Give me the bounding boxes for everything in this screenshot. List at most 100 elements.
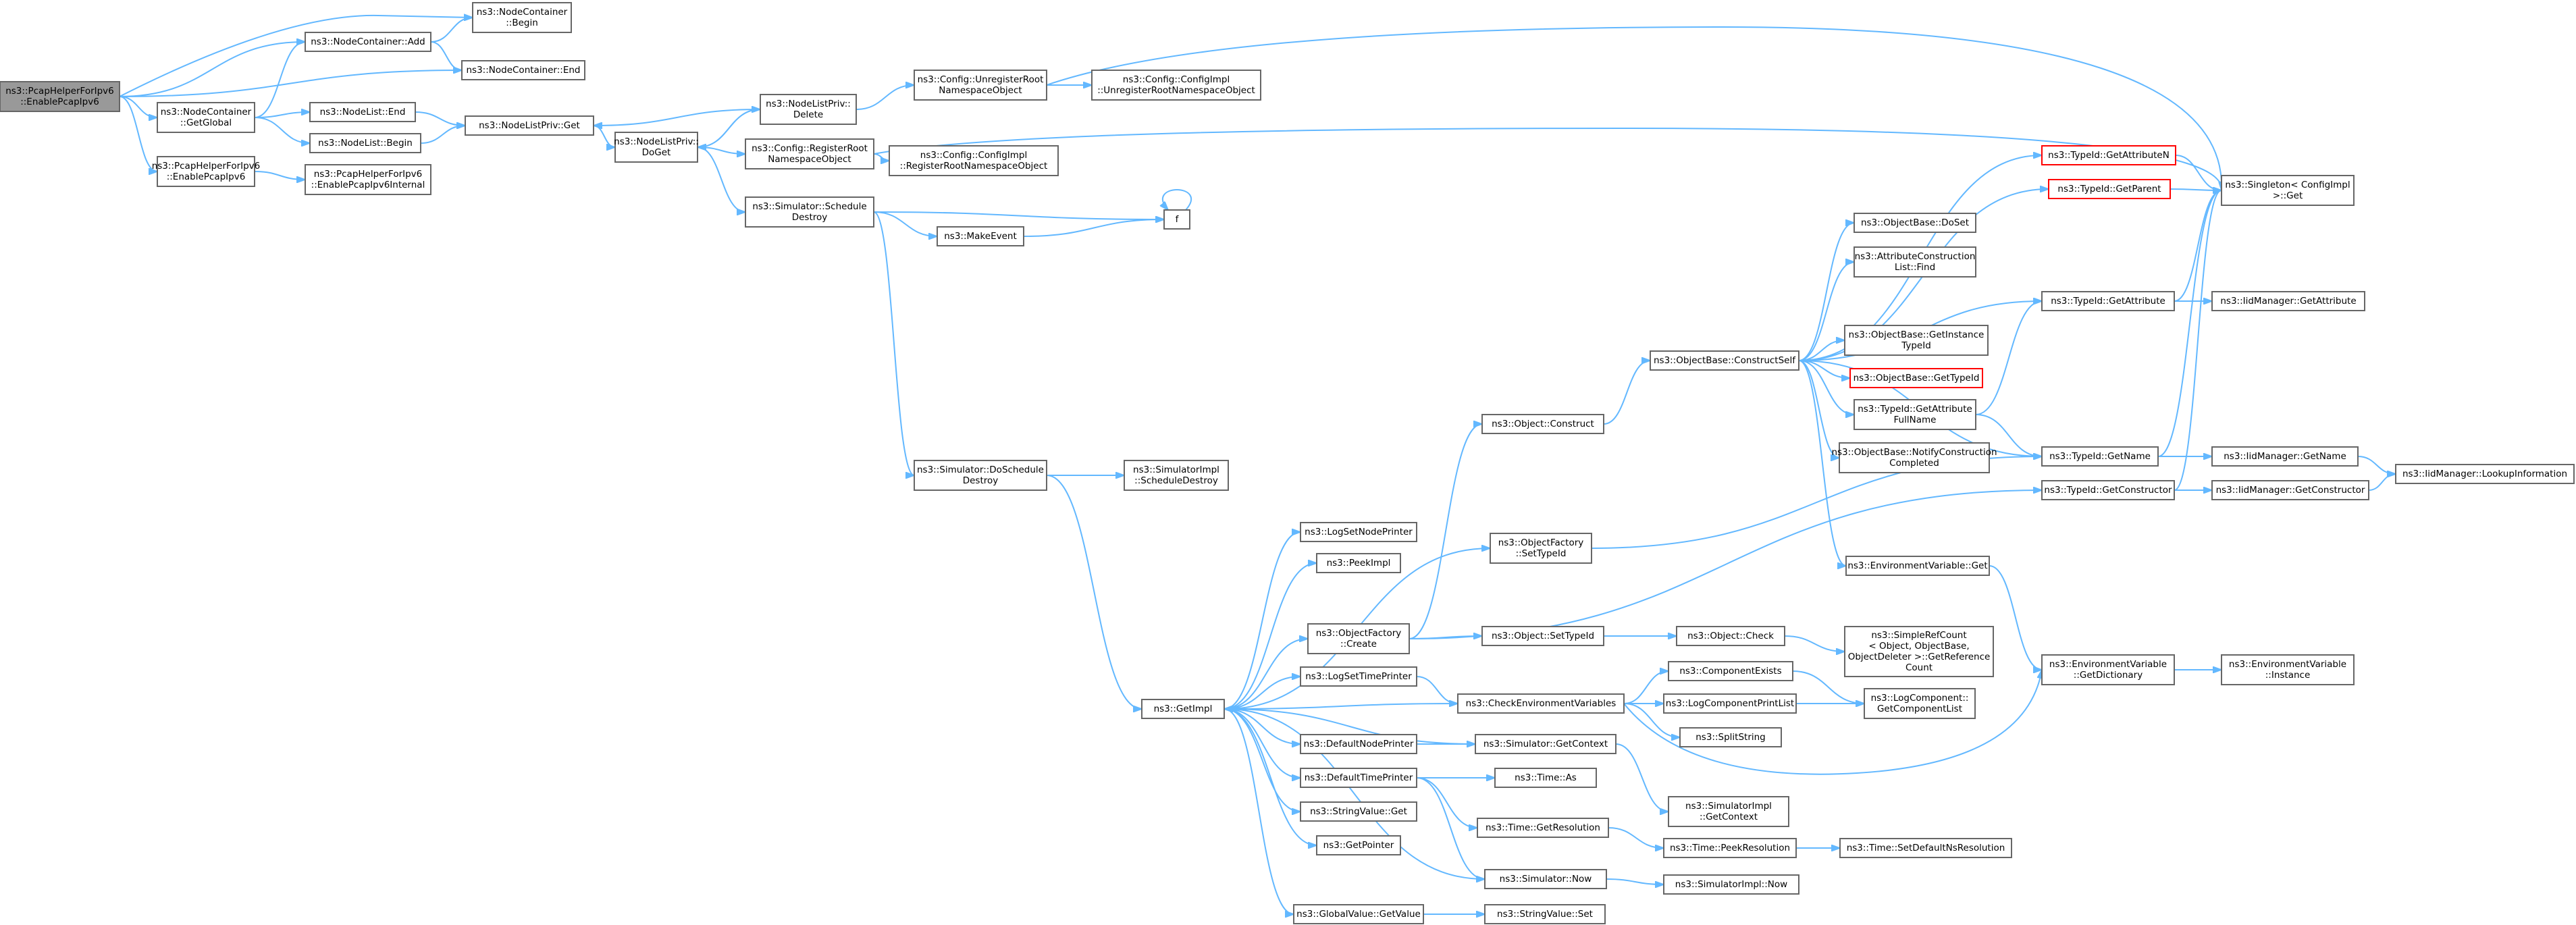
- node-simNow[interactable]: ns3::Simulator::Now: [1484, 869, 1607, 889]
- node-objectSetTypeId[interactable]: ns3::Object::SetTypeId: [1481, 626, 1604, 646]
- node-box: [305, 32, 431, 52]
- node-ncGetGlobal[interactable]: ns3::NodeContainer::GetGlobal: [157, 102, 255, 133]
- node-simImplNow[interactable]: ns3::SimulatorImpl::Now: [1663, 874, 1799, 895]
- node-box: [1484, 869, 1607, 889]
- node-stringValueGet[interactable]: ns3::StringValue::Get: [1300, 801, 1417, 822]
- node-label: ns3::IidManager::LookupInformation: [2402, 469, 2567, 479]
- node-logComponentPrintList[interactable]: ns3::LogComponentPrintList: [1663, 693, 1797, 714]
- node-simSchedDestroy[interactable]: ns3::Simulator::ScheduleDestroy: [745, 196, 874, 228]
- node-objBaseGetTypeId[interactable]: ns3::ObjectBase::GetTypeId: [1849, 368, 1983, 388]
- node-globalValueGetValue[interactable]: ns3::GlobalValue::GetValue: [1293, 904, 1424, 924]
- node-label: ns3::TypeId::GetAttribute: [2051, 296, 2165, 307]
- node-objFactoryCreate[interactable]: ns3::ObjectFactory::Create: [1307, 623, 1410, 654]
- node-cfgUnreg[interactable]: ns3::Config::UnregisterRootNamespaceObje…: [914, 70, 1047, 101]
- node-defaultNodePrinter[interactable]: ns3::DefaultNodePrinter: [1300, 734, 1417, 754]
- node-nlpDoGet[interactable]: ns3::NodeListPriv::DoGet: [614, 132, 699, 163]
- node-label: ::EnablePcapIpv6: [167, 171, 246, 182]
- node-objBaseNotifyConstruction[interactable]: ns3::ObjectBase::NotifyConstructionCompl…: [1831, 442, 1997, 473]
- node-simImplSchedDestroy[interactable]: ns3::SimulatorImpl::ScheduleDestroy: [1124, 460, 1229, 491]
- node-logSetTimePrinter[interactable]: ns3::LogSetTimePrinter: [1300, 666, 1417, 687]
- node-timeSetDefaultNs[interactable]: ns3::Time::SetDefaultNsResolution: [1839, 838, 2012, 858]
- node-label: ns3::SimulatorImpl: [1685, 801, 1772, 812]
- node-label: ns3::DefaultNodePrinter: [1304, 739, 1414, 749]
- node-cfgReg[interactable]: ns3::Config::RegisterRootNamespaceObject: [745, 138, 874, 169]
- call-edge-nlBegin-to-nlpGet: [420, 126, 465, 144]
- node-timePeekResolution[interactable]: ns3::Time::PeekResolution: [1663, 838, 1797, 858]
- node-stringValueSet[interactable]: ns3::StringValue::Set: [1484, 904, 1606, 924]
- call-edge-nlpDelete-to-nlpDoGet: [698, 109, 761, 147]
- node-typeIdGetParent[interactable]: ns3::TypeId::GetParent: [2048, 179, 2171, 199]
- node-simImplGetContext[interactable]: ns3::SimulatorImpl::GetContext: [1668, 796, 1789, 827]
- node-box: [745, 196, 874, 228]
- node-iidGetConstructor[interactable]: ns3::IidManager::GetConstructor: [2211, 480, 2369, 500]
- node-getPointer[interactable]: ns3::GetPointer: [1316, 835, 1401, 855]
- node-pcapIpv6[interactable]: ns3::PcapHelperForIpv6::EnablePcapIpv6: [152, 156, 261, 187]
- node-envVarInstance[interactable]: ns3::EnvironmentVariable::Instance: [2221, 654, 2355, 685]
- node-box: [1854, 399, 1976, 430]
- node-splitString[interactable]: ns3::SplitString: [1679, 727, 1782, 747]
- node-defaultTimePrinter[interactable]: ns3::DefaultTimePrinter: [1300, 768, 1417, 788]
- call-edge-cfgUnreg-to-singletonGet: [1046, 26, 2222, 190]
- node-singletonGet[interactable]: ns3::Singleton< ConfigImpl >::Get: [2221, 175, 2355, 206]
- node-objectConstruct[interactable]: ns3::Object::Construct: [1481, 414, 1604, 434]
- node-ncBegin[interactable]: ns3::NodeContainer::Begin: [472, 2, 572, 33]
- node-makeEvent[interactable]: ns3::MakeEvent: [937, 226, 1024, 246]
- call-edge-cfgReg-to-cfgImplReg: [873, 153, 889, 161]
- node-pcapInternal[interactable]: ns3::PcapHelperForIpv6::EnablePcapIpv6In…: [305, 164, 431, 195]
- node-box: [914, 460, 1047, 491]
- node-peekImpl[interactable]: ns3::PeekImpl: [1316, 553, 1401, 573]
- call-edge-getImpl-to-logSetNodePrinter: [1224, 532, 1300, 710]
- node-label: f: [1176, 214, 1180, 225]
- node-cfgImplReg[interactable]: ns3::Config::ConfigImpl::RegisterRootNam…: [889, 145, 1059, 176]
- node-iidGetAttribute[interactable]: ns3::IidManager::GetAttribute: [2211, 291, 2365, 311]
- node-box: [1481, 626, 1604, 646]
- node-label: ns3::NodeListPriv::Get: [479, 120, 580, 131]
- call-edge-nlpGet-to-nlpDoGet: [593, 125, 615, 147]
- node-typeIdGetAttribute[interactable]: ns3::TypeId::GetAttribute: [2041, 291, 2175, 311]
- node-checkEnvVars[interactable]: ns3::CheckEnvironmentVariables: [1457, 693, 1625, 714]
- node-label: Delete: [793, 109, 823, 120]
- node-logComponentGetList[interactable]: ns3::LogComponent::GetComponentList: [1864, 688, 1976, 719]
- node-iidLookupInformation[interactable]: ns3::IidManager::LookupInformation: [2395, 464, 2575, 484]
- node-label: ns3::ObjectFactory: [1316, 628, 1402, 639]
- node-objBaseDoSet[interactable]: ns3::ObjectBase::DoSet: [1854, 213, 1976, 233]
- node-typeIdGetName[interactable]: ns3::TypeId::GetName: [2041, 446, 2159, 467]
- node-objBaseConstructSelf[interactable]: ns3::ObjectBase::ConstructSelf: [1650, 350, 1799, 371]
- node-objFactorySetTypeId[interactable]: ns3::ObjectFactory::SetTypeId: [1490, 533, 1592, 564]
- call-edge-cfgReg-to-singletonGet: [873, 127, 2222, 190]
- node-nlEnd[interactable]: ns3::NodeList::End: [309, 102, 416, 122]
- node-logSetNodePrinter[interactable]: ns3::LogSetNodePrinter: [1300, 522, 1417, 542]
- node-iidGetName[interactable]: ns3::IidManager::GetName: [2211, 446, 2359, 467]
- node-box: [1845, 556, 1990, 576]
- node-getImpl[interactable]: ns3::GetImpl: [1141, 699, 1225, 719]
- node-ncAdd[interactable]: ns3::NodeContainer::Add: [305, 32, 431, 52]
- node-timeGetResolution[interactable]: ns3::Time::GetResolution: [1477, 818, 1609, 838]
- node-nlpDelete[interactable]: ns3::NodeListPriv::Delete: [760, 94, 857, 125]
- node-label: ns3::SimpleRefCount: [1871, 630, 1966, 641]
- node-nlBegin[interactable]: ns3::NodeList::Begin: [309, 133, 421, 153]
- node-envVarGetDictionary[interactable]: ns3::EnvironmentVariable::GetDictionary: [2041, 654, 2175, 685]
- node-label: ns3::Time::As: [1515, 772, 1577, 783]
- node-timeAs[interactable]: ns3::Time::As: [1494, 768, 1597, 788]
- node-label: ns3::TypeId::GetConstructor: [2044, 485, 2172, 496]
- node-typeIdGetConstructor[interactable]: ns3::TypeId::GetConstructor: [2041, 480, 2175, 500]
- node-simGetContext[interactable]: ns3::Simulator::GetContext: [1475, 734, 1616, 754]
- call-edge-typeIdGetAttrFullName-to-typeIdGetName: [1975, 414, 2042, 456]
- node-objectCheck[interactable]: ns3::Object::Check: [1676, 626, 1785, 646]
- node-f[interactable]: f: [1163, 209, 1190, 230]
- node-label: ::GetDictionary: [2074, 670, 2143, 681]
- node-componentExists[interactable]: ns3::ComponentExists: [1668, 661, 1793, 681]
- node-envVarGet[interactable]: ns3::EnvironmentVariable::Get: [1845, 556, 1990, 576]
- node-typeIdGetAttributeN[interactable]: ns3::TypeId::GetAttributeN: [2041, 145, 2176, 165]
- node-root[interactable]: ns3::PcapHelperForIpv6::EnablePcapIpv6: [0, 81, 120, 112]
- node-simpleRefCount[interactable]: ns3::SimpleRefCount< Object, ObjectBase,…: [1844, 626, 1994, 677]
- node-nlpGet[interactable]: ns3::NodeListPriv::Get: [465, 115, 594, 136]
- node-cfgImplUnreg[interactable]: ns3::Config::ConfigImpl::UnregisterRootN…: [1091, 70, 1261, 101]
- node-box: [1300, 801, 1417, 822]
- node-ncEnd[interactable]: ns3::NodeContainer::End: [461, 60, 585, 80]
- node-box: [309, 133, 421, 153]
